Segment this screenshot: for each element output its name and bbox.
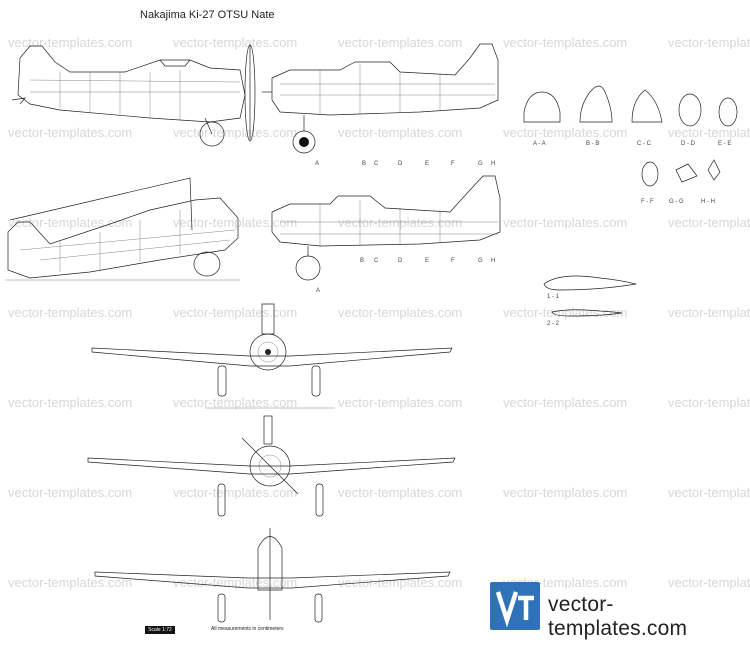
- scale-label: Scale 1:72: [145, 626, 175, 634]
- watermark-text: vector-templates.com: [8, 485, 132, 500]
- watermark-text: vector-templates.com: [8, 35, 132, 50]
- side-view-tilted: [5, 177, 240, 281]
- watermark-grid: vector-templates.com vector-templates.com…: [8, 35, 750, 590]
- side-view-right: [262, 43, 499, 154]
- watermark-text: vector-templates.com: [668, 35, 750, 50]
- watermark-text: vector-templates.com: [173, 125, 297, 140]
- front-view-3: [94, 528, 451, 623]
- watermark-text: vector-templates.com: [173, 305, 297, 320]
- cross-section-label: H - H: [701, 199, 715, 205]
- logo-wordmark[interactable]: vector-templates.com: [548, 593, 688, 640]
- svg-text:B: B: [362, 161, 366, 167]
- cross-section-label: B - B: [586, 141, 599, 147]
- watermark-text: vector-templates.com: [668, 485, 750, 500]
- watermark-text: vector-templates.com: [173, 395, 297, 410]
- watermark-text: vector-templates.com: [338, 485, 462, 500]
- watermark-text: vector-templates.com: [8, 395, 132, 410]
- watermark-text: vector-templates.com: [338, 35, 462, 50]
- watermark-text: vector-templates.com: [173, 35, 297, 50]
- cross-section-label: F - F: [641, 199, 654, 205]
- side-view-left: [11, 44, 256, 147]
- watermark-text: vector-templates.com: [668, 125, 750, 140]
- watermark-text: vector-templates.com: [503, 485, 627, 500]
- svg-text:F: F: [451, 161, 455, 167]
- watermark-text: vector-templates.com: [668, 305, 750, 320]
- svg-text:D: D: [398, 161, 403, 167]
- svg-text:A: A: [315, 161, 319, 167]
- measurements-note: All measurements in centimeters: [211, 626, 284, 632]
- watermark-text: vector-templates.com: [8, 305, 132, 320]
- watermark-text: vector-templates.com: [503, 305, 627, 320]
- watermark-text: vector-templates.com: [8, 215, 132, 230]
- airfoil-label: 1 - 1: [547, 294, 560, 300]
- watermark-text: vector-templates.com: [503, 35, 627, 50]
- section-markers-middle: B C D E F G H A: [316, 258, 495, 294]
- watermark-text: vector-templates.com: [338, 575, 462, 590]
- watermark-text: vector-templates.com: [8, 575, 132, 590]
- cross-section-label: D - D: [681, 141, 696, 147]
- airfoil-label: 2 - 2: [547, 321, 560, 327]
- watermark-text: vector-templates.com: [668, 575, 750, 590]
- svg-text:E: E: [425, 161, 429, 167]
- svg-text:H: H: [491, 258, 495, 264]
- svg-text:H: H: [491, 161, 495, 167]
- cross-section-label: A - A: [533, 141, 546, 147]
- watermark-text: vector-templates.com: [8, 125, 132, 140]
- cross-section-label: G - G: [669, 199, 684, 205]
- svg-text:G: G: [478, 258, 483, 264]
- watermark-text: vector-templates.com: [173, 215, 297, 230]
- section-markers-top: A B C D E F G H: [315, 161, 495, 167]
- watermark-text: vector-templates.com: [338, 125, 462, 140]
- svg-text:D: D: [398, 258, 403, 264]
- svg-text:F: F: [451, 258, 455, 264]
- watermark-text: vector-templates.com: [668, 215, 750, 230]
- airfoil-sections: [543, 275, 637, 317]
- watermark-text: vector-templates.com: [338, 395, 462, 410]
- watermark-text: vector-templates.com: [173, 485, 297, 500]
- cross-section-label: C - C: [637, 141, 652, 147]
- front-view-2: [87, 415, 456, 517]
- cross-sections: [523, 85, 738, 187]
- vector-templates-logo-icon: [490, 582, 540, 630]
- front-view-1: [91, 303, 453, 409]
- cross-section-label: E - E: [718, 141, 731, 147]
- watermark-text: vector-templates.com: [503, 125, 627, 140]
- watermark-text: vector-templates.com: [173, 575, 297, 590]
- side-view-right-middle: [271, 175, 501, 281]
- svg-text:G: G: [478, 161, 483, 167]
- svg-text:C: C: [374, 161, 379, 167]
- watermark-text: vector-templates.com: [668, 395, 750, 410]
- svg-text:E: E: [425, 258, 429, 264]
- svg-text:C: C: [374, 258, 379, 264]
- blueprint-title: Nakajima Ki-27 OTSU Nate: [140, 9, 275, 21]
- watermark-text: vector-templates.com: [338, 305, 462, 320]
- watermark-text: vector-templates.com: [503, 215, 627, 230]
- svg-text:A: A: [316, 288, 320, 294]
- svg-text:B: B: [360, 258, 364, 264]
- watermark-text: vector-templates.com: [503, 395, 627, 410]
